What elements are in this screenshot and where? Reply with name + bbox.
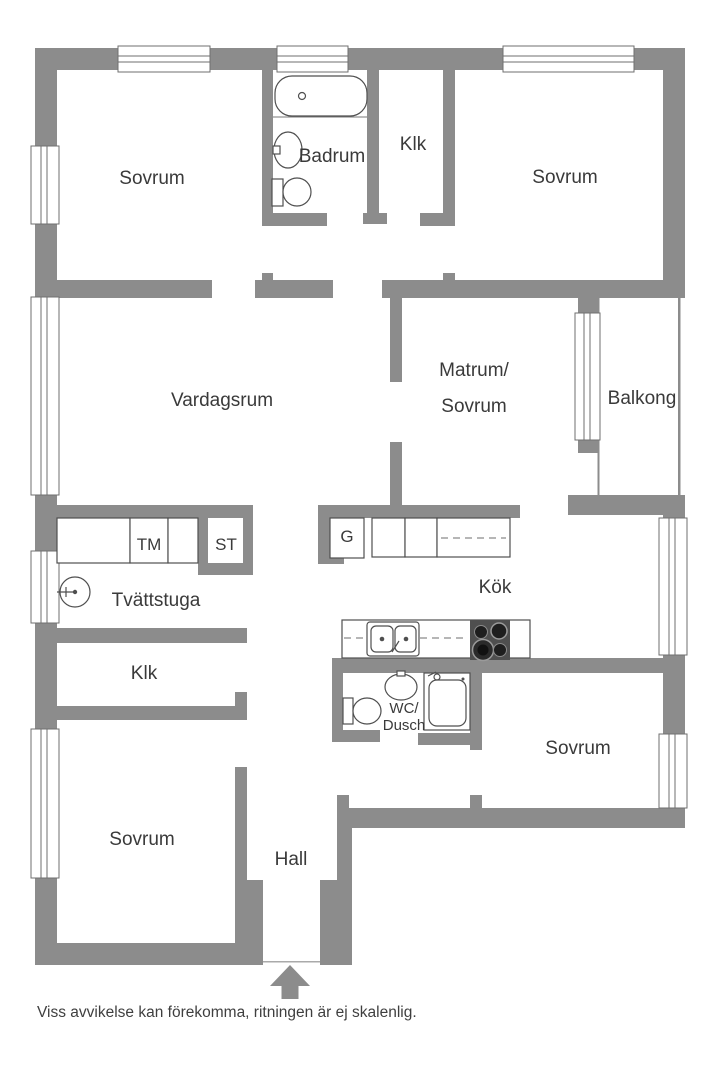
window xyxy=(30,145,60,225)
windows xyxy=(30,45,688,879)
room-label-hall: Hall xyxy=(275,849,308,870)
room-label-kok: Kök xyxy=(479,577,512,598)
wc-fixtures xyxy=(342,670,471,731)
wc-toilet-icon xyxy=(352,697,382,725)
entrance-arrow-icon xyxy=(270,965,310,999)
label-garderob: G xyxy=(340,527,353,546)
cabinet xyxy=(404,517,438,558)
appliance-slot xyxy=(56,517,131,564)
bathtub-drain xyxy=(297,91,307,101)
window xyxy=(276,45,349,73)
wc-sink-tap xyxy=(396,670,406,677)
window xyxy=(117,45,211,73)
room-label-matrum-line1: Matrum/ xyxy=(439,360,509,381)
window xyxy=(502,45,635,73)
window xyxy=(30,550,60,624)
room-label-sovrum-top-left: Sovrum xyxy=(119,168,184,189)
kitchen-fixtures xyxy=(329,517,531,662)
disclaimer-caption: Viss avvikelse kan förekomma, ritningen … xyxy=(37,1004,417,1021)
room-label-matrum-line2: Sovrum xyxy=(441,396,506,417)
garderob-box xyxy=(329,517,365,559)
bathtub-icon xyxy=(274,75,368,117)
room-label-klk-left: Klk xyxy=(131,663,158,684)
fridge-freezer xyxy=(436,517,511,558)
window xyxy=(658,517,688,656)
room-label-wc-line1: WC/ xyxy=(389,700,419,717)
balcony-door-window xyxy=(574,312,601,441)
room-label-balkong: Balkong xyxy=(608,388,677,409)
label-st: ST xyxy=(215,535,237,554)
label-tm: TM xyxy=(137,535,162,554)
window xyxy=(30,296,60,496)
window xyxy=(658,733,688,809)
wc-sink-icon xyxy=(384,673,418,701)
laundry-fixtures xyxy=(56,517,199,608)
balcony-railing xyxy=(678,298,681,498)
bathroom-fixtures xyxy=(271,75,368,207)
toilet-tank xyxy=(271,178,284,207)
shower-icon xyxy=(423,672,471,731)
room-label-vardagsrum: Vardagsrum xyxy=(171,390,273,411)
room-label-badrum: Badrum xyxy=(299,146,366,167)
room-label-sovrum-top-right: Sovrum xyxy=(532,167,597,188)
room-label-sovrum-bottom-right: Sovrum xyxy=(545,738,610,759)
room-label-tvattstuga: Tvättstuga xyxy=(112,590,201,611)
cabinet xyxy=(371,517,406,558)
wc-toilet-tank xyxy=(342,697,354,725)
appliance-slot xyxy=(167,517,199,564)
room-label-klk-top: Klk xyxy=(400,134,427,155)
sink-tap xyxy=(272,145,281,155)
room-label-sovrum-bottom-left: Sovrum xyxy=(109,829,174,850)
toilet-icon xyxy=(282,177,312,207)
entrance-threshold xyxy=(263,961,320,963)
room-labels: Sovrum Badrum Klk Sovrum Vardagsrum Matr… xyxy=(109,134,676,870)
window xyxy=(30,728,60,879)
room-label-wc-line2: Dusch xyxy=(383,717,426,734)
